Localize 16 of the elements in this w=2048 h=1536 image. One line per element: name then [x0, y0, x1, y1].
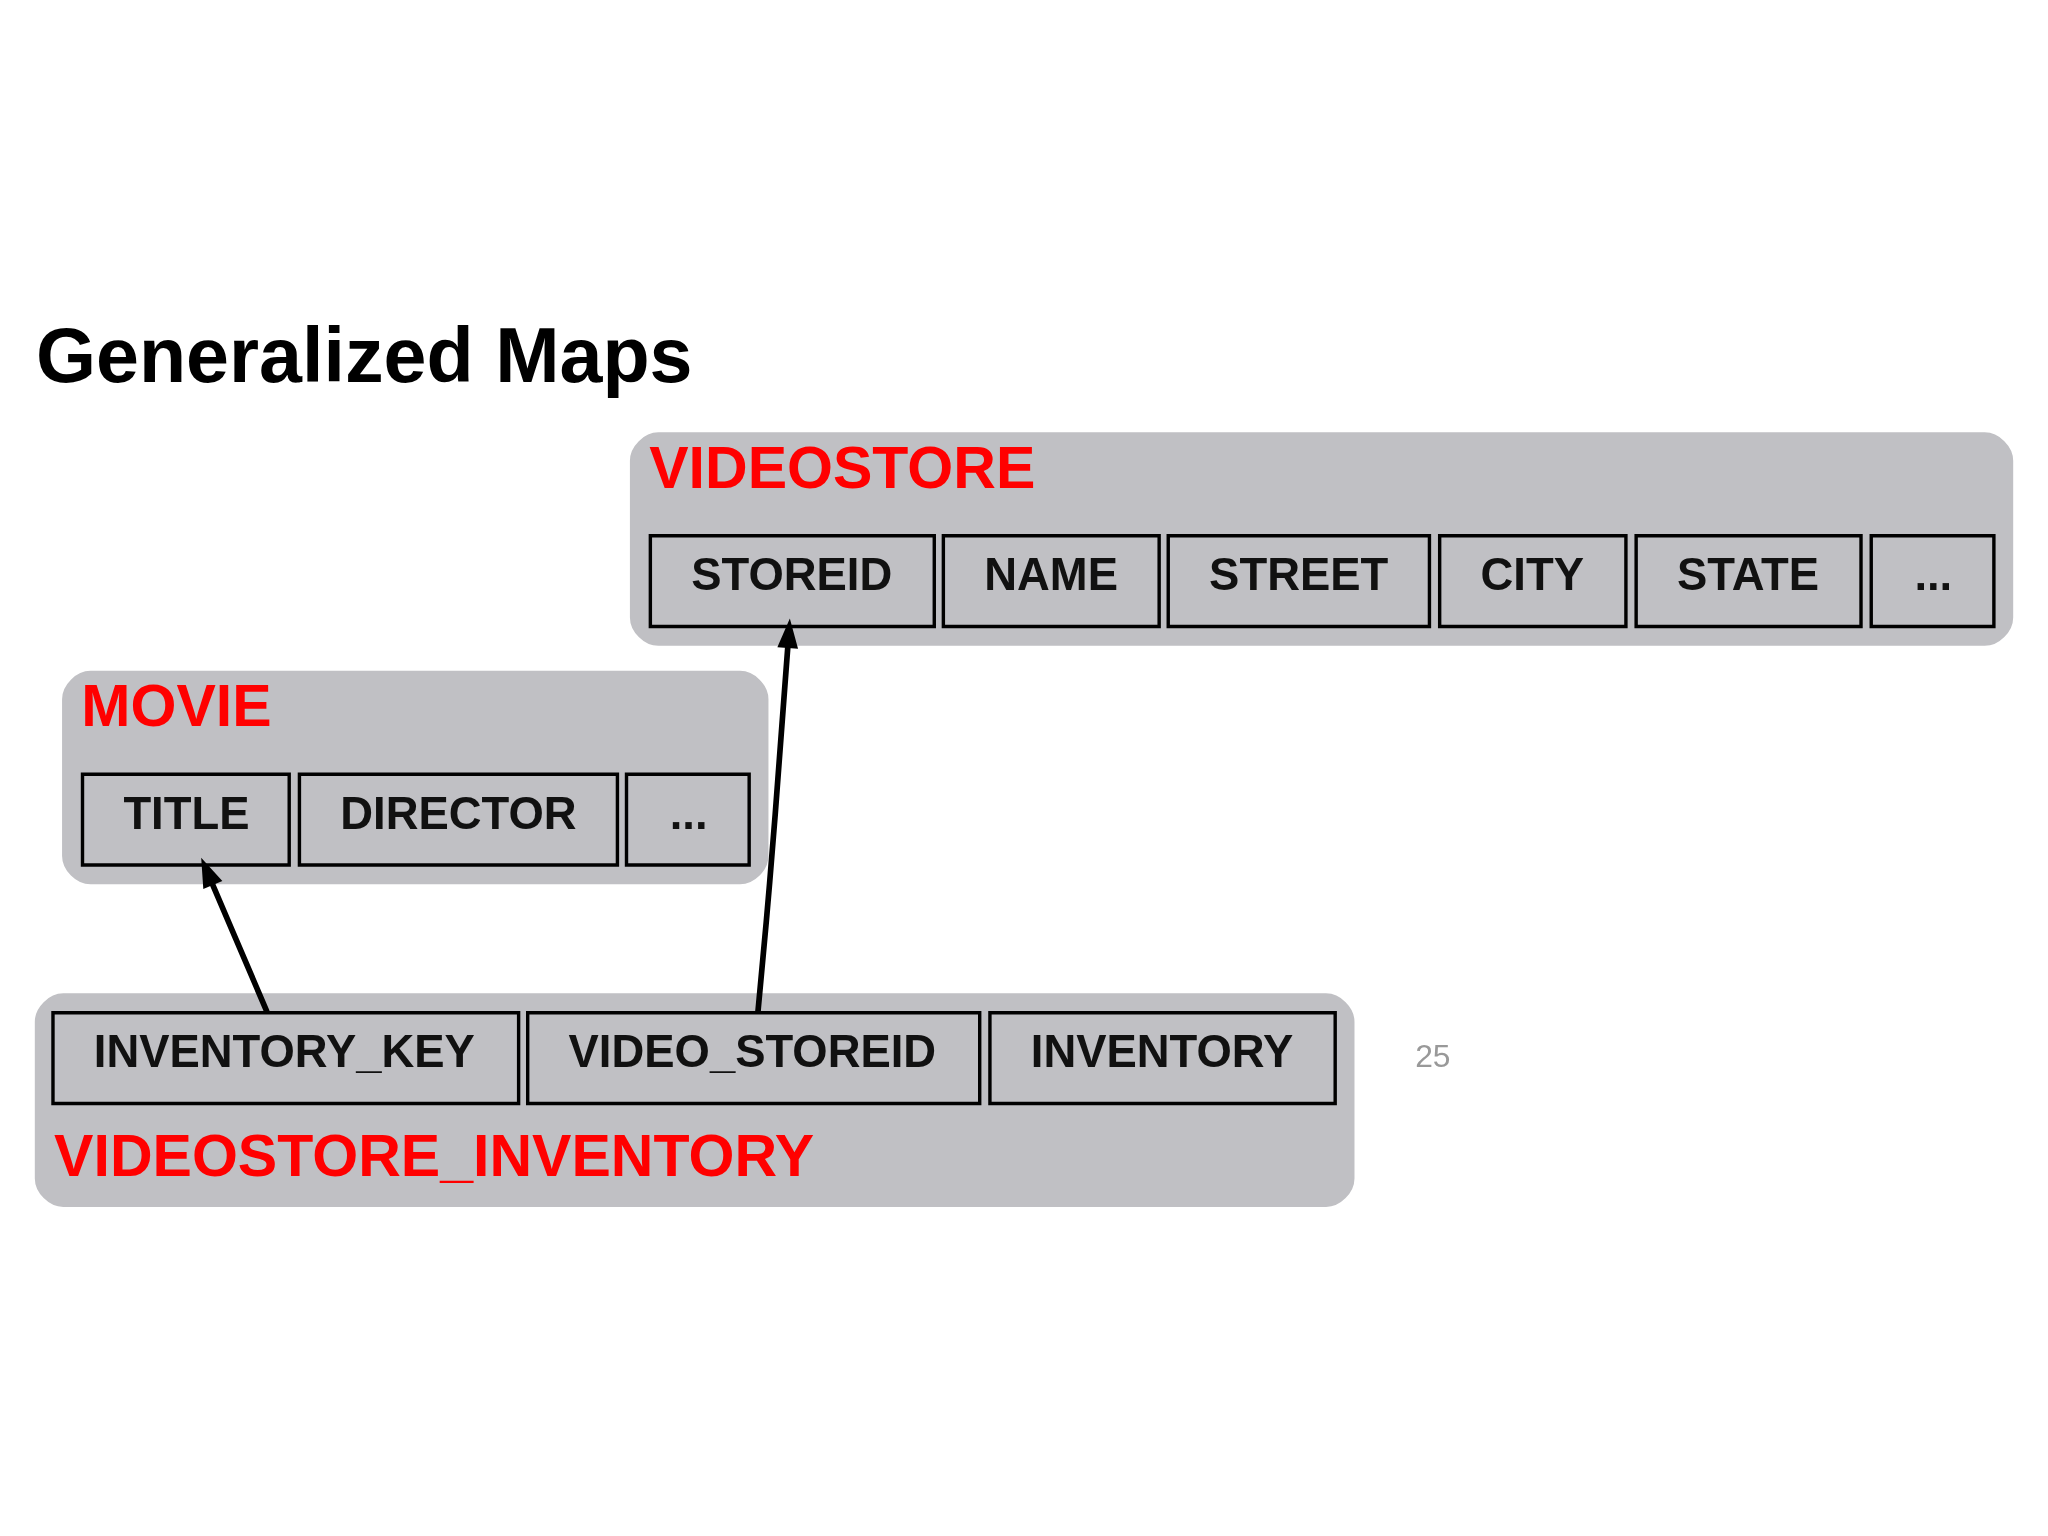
node-box: VIDEO_STOREID — [526, 1010, 982, 1105]
node-box: CITY — [1437, 533, 1628, 628]
node-box: DIRECTOR — [297, 771, 620, 867]
node-box: INVENTORY — [988, 1010, 1337, 1105]
node-box: ... — [624, 771, 751, 867]
node-box: INVENTORY_KEY — [51, 1010, 521, 1105]
arrow — [201, 857, 270, 1013]
diagram-title: Generalized Maps — [35, 311, 693, 398]
node-box: ... — [1869, 533, 1996, 628]
node-box: STOREID — [648, 533, 936, 628]
node-box: NAME — [941, 533, 1161, 628]
arrow — [755, 618, 799, 1013]
node-box: TITLE — [80, 771, 291, 867]
node-box: STREET — [1166, 533, 1432, 628]
node-box: STATE — [1634, 533, 1863, 628]
label: 25 — [1415, 1037, 1451, 1074]
